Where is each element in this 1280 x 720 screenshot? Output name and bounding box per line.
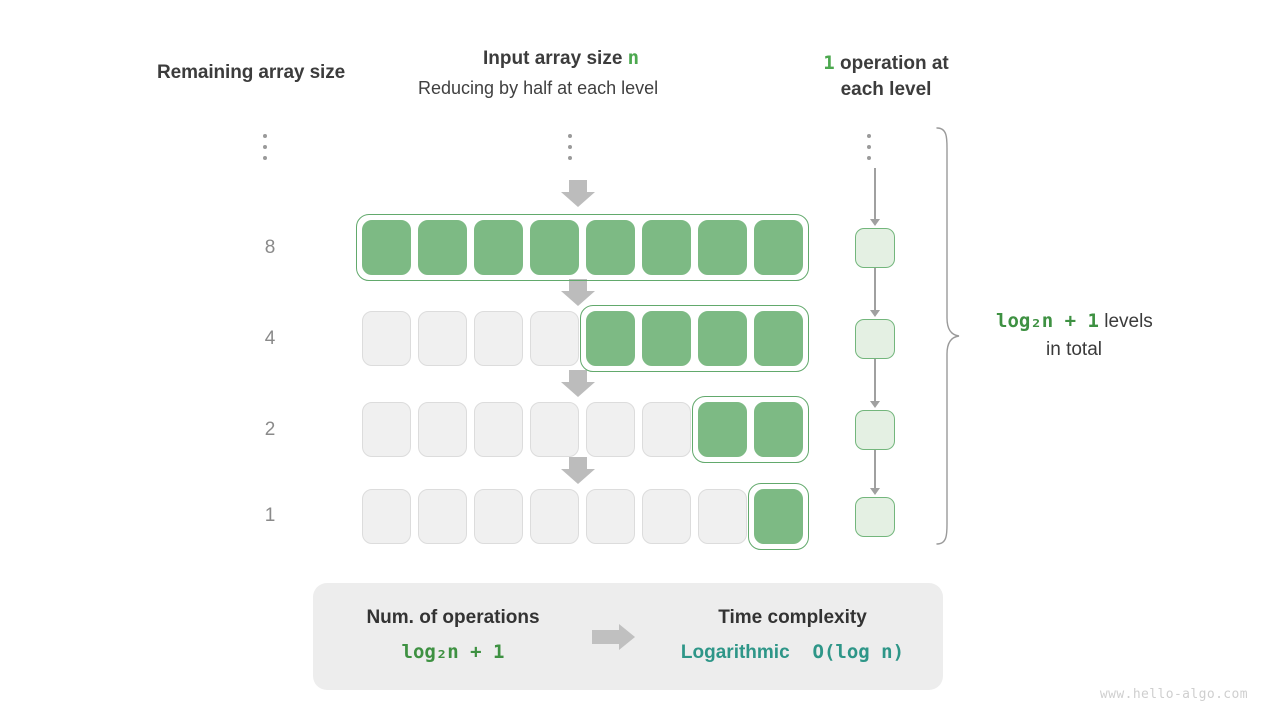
- array-cell-active: [586, 220, 635, 275]
- header-input-array-size: Input array size n: [483, 47, 639, 70]
- right-curly-brace-icon: [936, 127, 960, 545]
- arrow-head: [619, 624, 635, 650]
- summary-arrow-icon: [592, 624, 638, 650]
- array-cell-active: [698, 402, 747, 457]
- row-label-2: 2: [264, 419, 276, 440]
- array-cell-inactive: [474, 489, 523, 544]
- summary-operations-group: Num. of operations log₂n + 1: [348, 607, 558, 663]
- levels-label: levels: [1098, 311, 1153, 332]
- header-input-array-subtitle: Reducing by half at each level: [418, 78, 659, 98]
- summary-complexity-notation: [790, 641, 813, 663]
- array-cell-inactive: [530, 311, 579, 366]
- array-cell-active: [642, 220, 691, 275]
- array-cell-inactive: [530, 489, 579, 544]
- row-label-1: 4: [264, 328, 276, 349]
- array-cell-inactive: [474, 311, 523, 366]
- arrow-shaft: [569, 279, 587, 291]
- op-connector-arrowhead-1: [870, 310, 880, 317]
- array-cell-inactive: [474, 402, 523, 457]
- header-remaining-array-size: Remaining array size: [157, 62, 346, 83]
- array-cell-inactive: [642, 489, 691, 544]
- array-cell-active: [754, 402, 803, 457]
- levels-annotation-line2: in total: [1046, 339, 1102, 360]
- array-cell-active: [754, 220, 803, 275]
- operation-box-1: [855, 319, 895, 359]
- op-connector-line-3: [874, 450, 876, 488]
- arrow-head: [561, 469, 595, 484]
- array-cell-inactive: [362, 311, 411, 366]
- array-cell-active: [754, 489, 803, 544]
- arrow-shaft: [569, 370, 587, 382]
- arrow-head: [561, 192, 595, 207]
- array-cell-active: [754, 311, 803, 366]
- header-input-array-size-var: n: [627, 47, 640, 69]
- operation-box-3: [855, 497, 895, 537]
- arrow-head: [561, 291, 595, 306]
- array-cell-inactive: [586, 489, 635, 544]
- op-connector-arrowhead-2: [870, 401, 880, 408]
- array-cell-inactive: [418, 311, 467, 366]
- summary-complexity-group: Time complexity Logarithmic O(log n): [680, 607, 905, 664]
- levels-formula: log₂n + 1: [996, 310, 1099, 332]
- array-cell-inactive: [586, 402, 635, 457]
- reduce-arrow-icon-2: [561, 370, 595, 397]
- array-cell-inactive: [418, 489, 467, 544]
- summary-operations-value: log₂n + 1: [401, 641, 505, 663]
- levels-annotation-line1: log₂n + 1 levels: [996, 310, 1153, 333]
- operation-box-2: [855, 410, 895, 450]
- reduce-arrow-icon-1: [561, 279, 595, 306]
- array-row-1: [362, 311, 803, 366]
- array-cell-active: [362, 220, 411, 275]
- op-connector-line-2: [874, 359, 876, 401]
- op-connector-line-1: [874, 268, 876, 310]
- array-cell-inactive: [362, 402, 411, 457]
- arrow-shaft: [569, 180, 587, 192]
- op-connector-arrowhead-0: [870, 219, 880, 226]
- array-cell-active: [474, 220, 523, 275]
- vertical-ellipsis-icon-right: [867, 134, 871, 160]
- summary-complexity-value: Logarithmic O(log n): [680, 641, 905, 664]
- header-operations-line1: operation at: [834, 53, 949, 74]
- array-cell-active: [642, 311, 691, 366]
- array-row-2: [362, 402, 803, 457]
- summary-complexity-word: Logarithmic: [680, 642, 790, 663]
- array-cell-active: [698, 311, 747, 366]
- array-cell-active: [418, 220, 467, 275]
- array-cell-inactive: [418, 402, 467, 457]
- array-cell-inactive: [698, 489, 747, 544]
- summary-operations-title: Num. of operations: [366, 607, 540, 628]
- arrow-shaft: [569, 457, 587, 469]
- arrow-head: [561, 382, 595, 397]
- header-operations-line2: each level: [840, 79, 932, 100]
- op-connector-line-0: [874, 168, 876, 220]
- reduce-arrow-icon-0: [561, 180, 595, 207]
- array-row-0: [362, 220, 803, 275]
- arrow-shaft: [592, 630, 619, 644]
- array-cell-active: [698, 220, 747, 275]
- operation-box-0: [855, 228, 895, 268]
- summary-complexity-notation-text: O(log n): [812, 641, 905, 663]
- array-cell-inactive: [362, 489, 411, 544]
- row-label-0: 8: [264, 237, 276, 258]
- header-operations-per-level: 1 operation at each level: [798, 50, 974, 103]
- array-cell-active: [530, 220, 579, 275]
- array-cell-inactive: [642, 402, 691, 457]
- array-row-3: [362, 489, 803, 544]
- op-connector-arrowhead-3: [870, 488, 880, 495]
- header-operations-count: 1: [823, 52, 835, 74]
- vertical-ellipsis-icon-left: [263, 134, 267, 160]
- reduce-arrow-icon-3: [561, 457, 595, 484]
- vertical-ellipsis-icon-middle: [568, 134, 572, 160]
- summary-complexity-title: Time complexity: [718, 607, 867, 628]
- header-input-array-size-text: Input array size: [483, 48, 628, 69]
- watermark: www.hello-algo.com: [1099, 687, 1248, 702]
- row-label-3: 1: [264, 505, 276, 526]
- array-cell-inactive: [530, 402, 579, 457]
- array-cell-active: [586, 311, 635, 366]
